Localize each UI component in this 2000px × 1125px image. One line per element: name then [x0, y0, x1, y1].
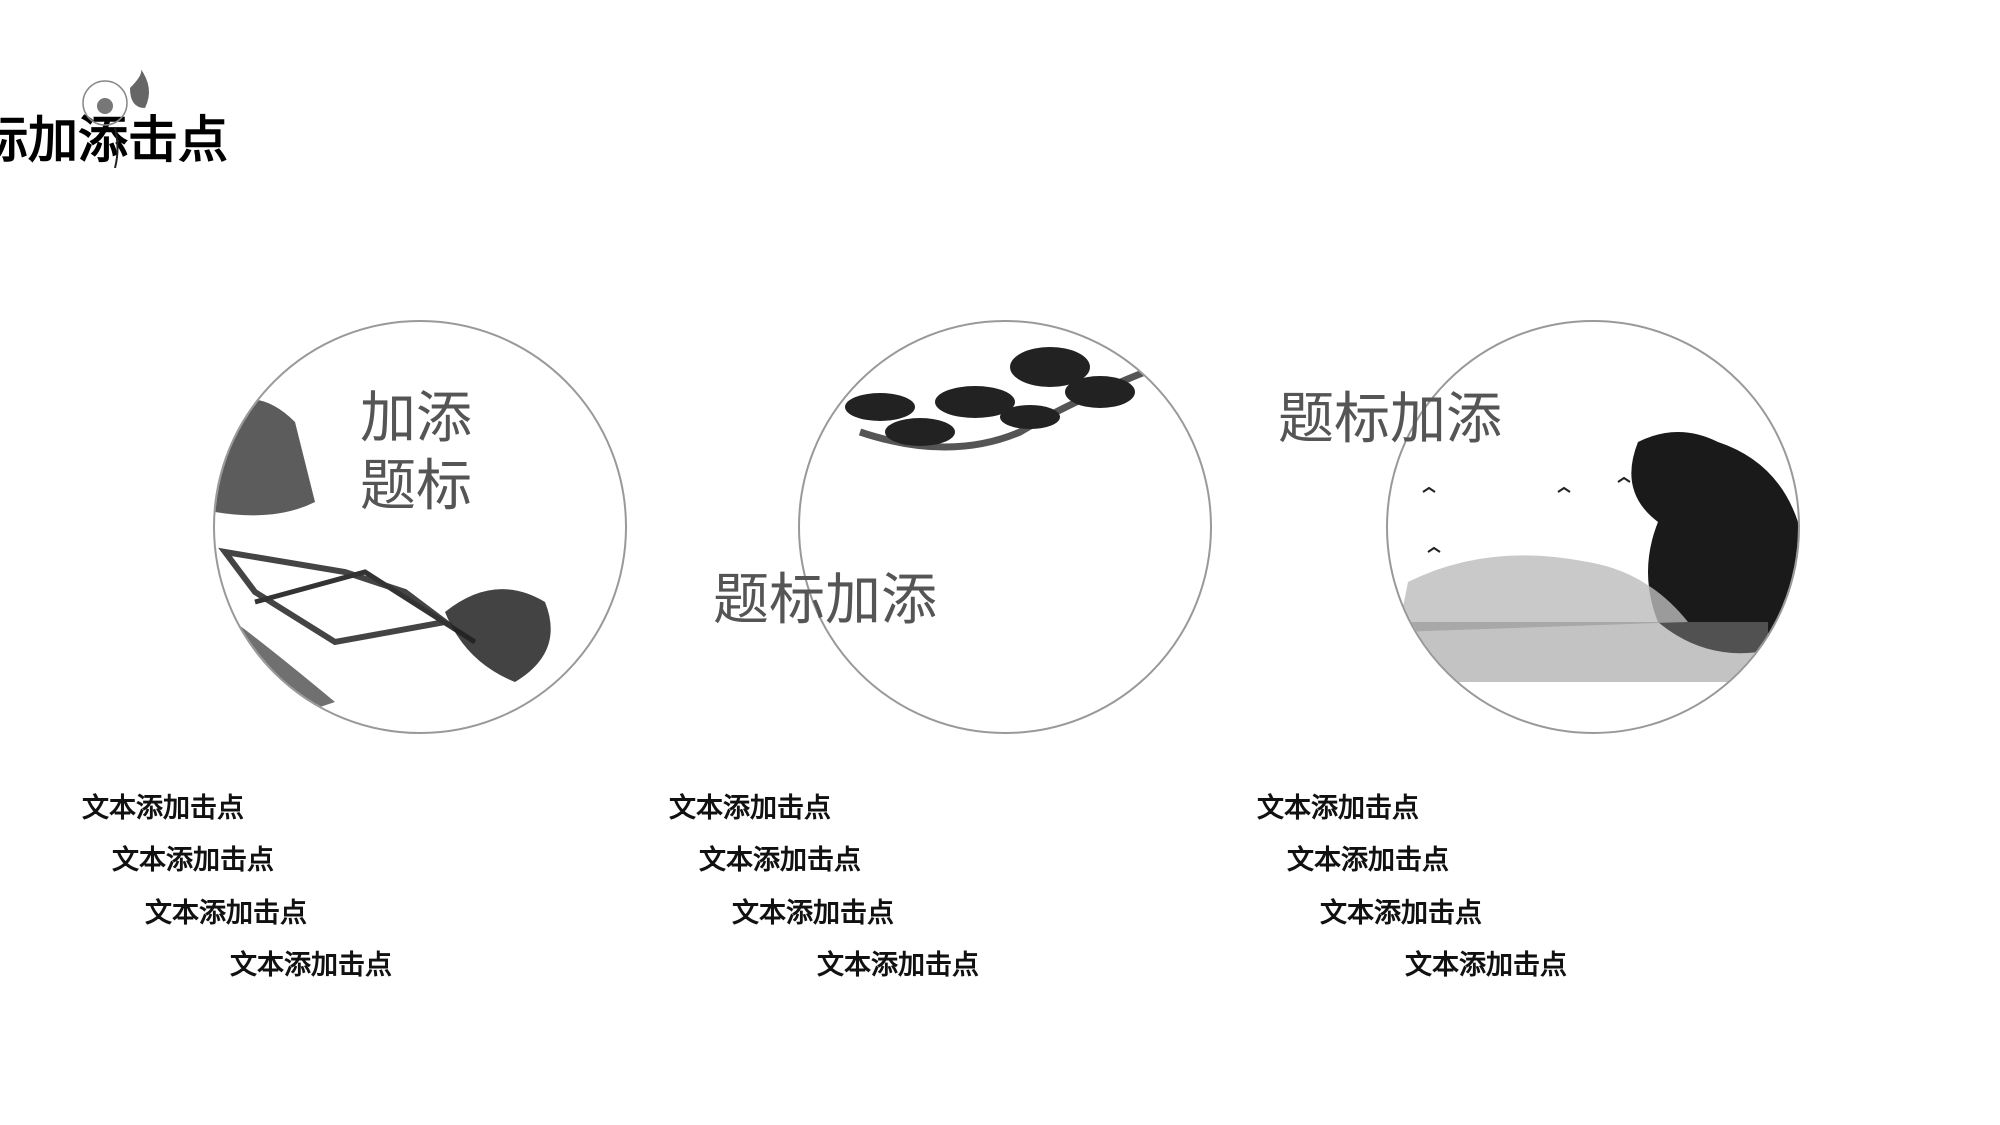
- section-1-item-1: 文本添加击点: [82, 793, 244, 824]
- section-1-item-2: 文本添加击点: [112, 845, 274, 876]
- section-1-heading-line-2: 题标: [360, 454, 472, 519]
- section-1-heading: 加添 题标: [360, 385, 472, 521]
- section-2-item-1: 文本添加击点: [669, 793, 831, 824]
- section-1-item-4: 文本添加击点: [230, 950, 392, 981]
- section-2-item-3: 文本添加击点: [732, 898, 894, 929]
- section-3-item-4: 文本添加击点: [1405, 950, 1567, 981]
- section-3-heading: 题标加添: [1278, 387, 1502, 452]
- section-1-item-3: 文本添加击点: [145, 898, 307, 929]
- page-title: 标加添击点: [0, 111, 228, 169]
- section-2-heading: 题标加添: [713, 568, 937, 633]
- flower-decoration-icon: [82, 68, 149, 168]
- landscape-circle-3: [1386, 320, 1800, 734]
- landscape-circle-2: [798, 320, 1212, 734]
- section-3-item-3: 文本添加击点: [1320, 898, 1482, 929]
- section-3-item-2: 文本添加击点: [1287, 845, 1449, 876]
- section-1-heading-line-1: 加添: [360, 386, 472, 451]
- section-2-item-4: 文本添加击点: [817, 950, 979, 981]
- ink-painting-lake: [1398, 432, 1798, 682]
- landscape-circle-1: [213, 320, 627, 734]
- section-3-item-1: 文本添加击点: [1257, 793, 1419, 824]
- ink-painting-pine: [845, 347, 1147, 451]
- section-2-item-2: 文本添加击点: [699, 845, 861, 876]
- ink-painting-pavilion: [215, 399, 551, 722]
